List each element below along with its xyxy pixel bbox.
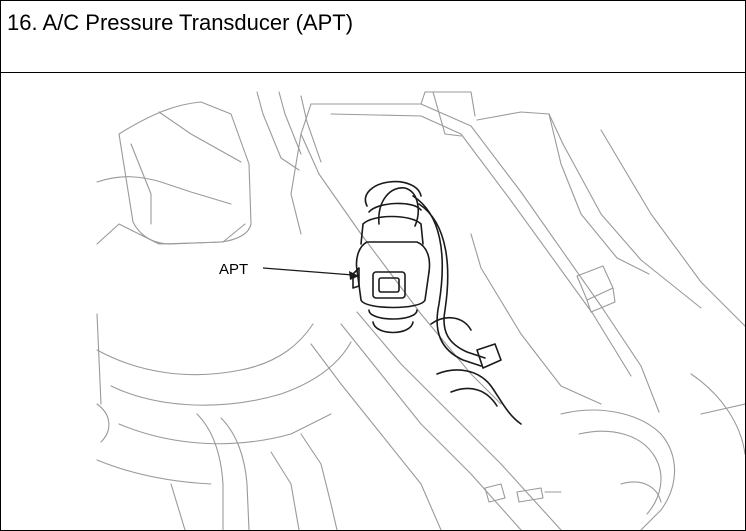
title-cell: 16. A/C Pressure Transducer (APT) xyxy=(1,1,745,73)
background-linework xyxy=(96,91,745,530)
apt-diagram: APT xyxy=(1,74,745,530)
callout-arrowhead xyxy=(349,271,359,280)
apt-sensor xyxy=(352,180,522,425)
diagram-svg: APT xyxy=(96,91,745,530)
apt-callout: APT xyxy=(219,261,359,280)
figure-title: 16. A/C Pressure Transducer (APT) xyxy=(7,10,354,35)
callout-leader-line xyxy=(262,267,354,276)
callout-label-apt: APT xyxy=(219,261,248,278)
